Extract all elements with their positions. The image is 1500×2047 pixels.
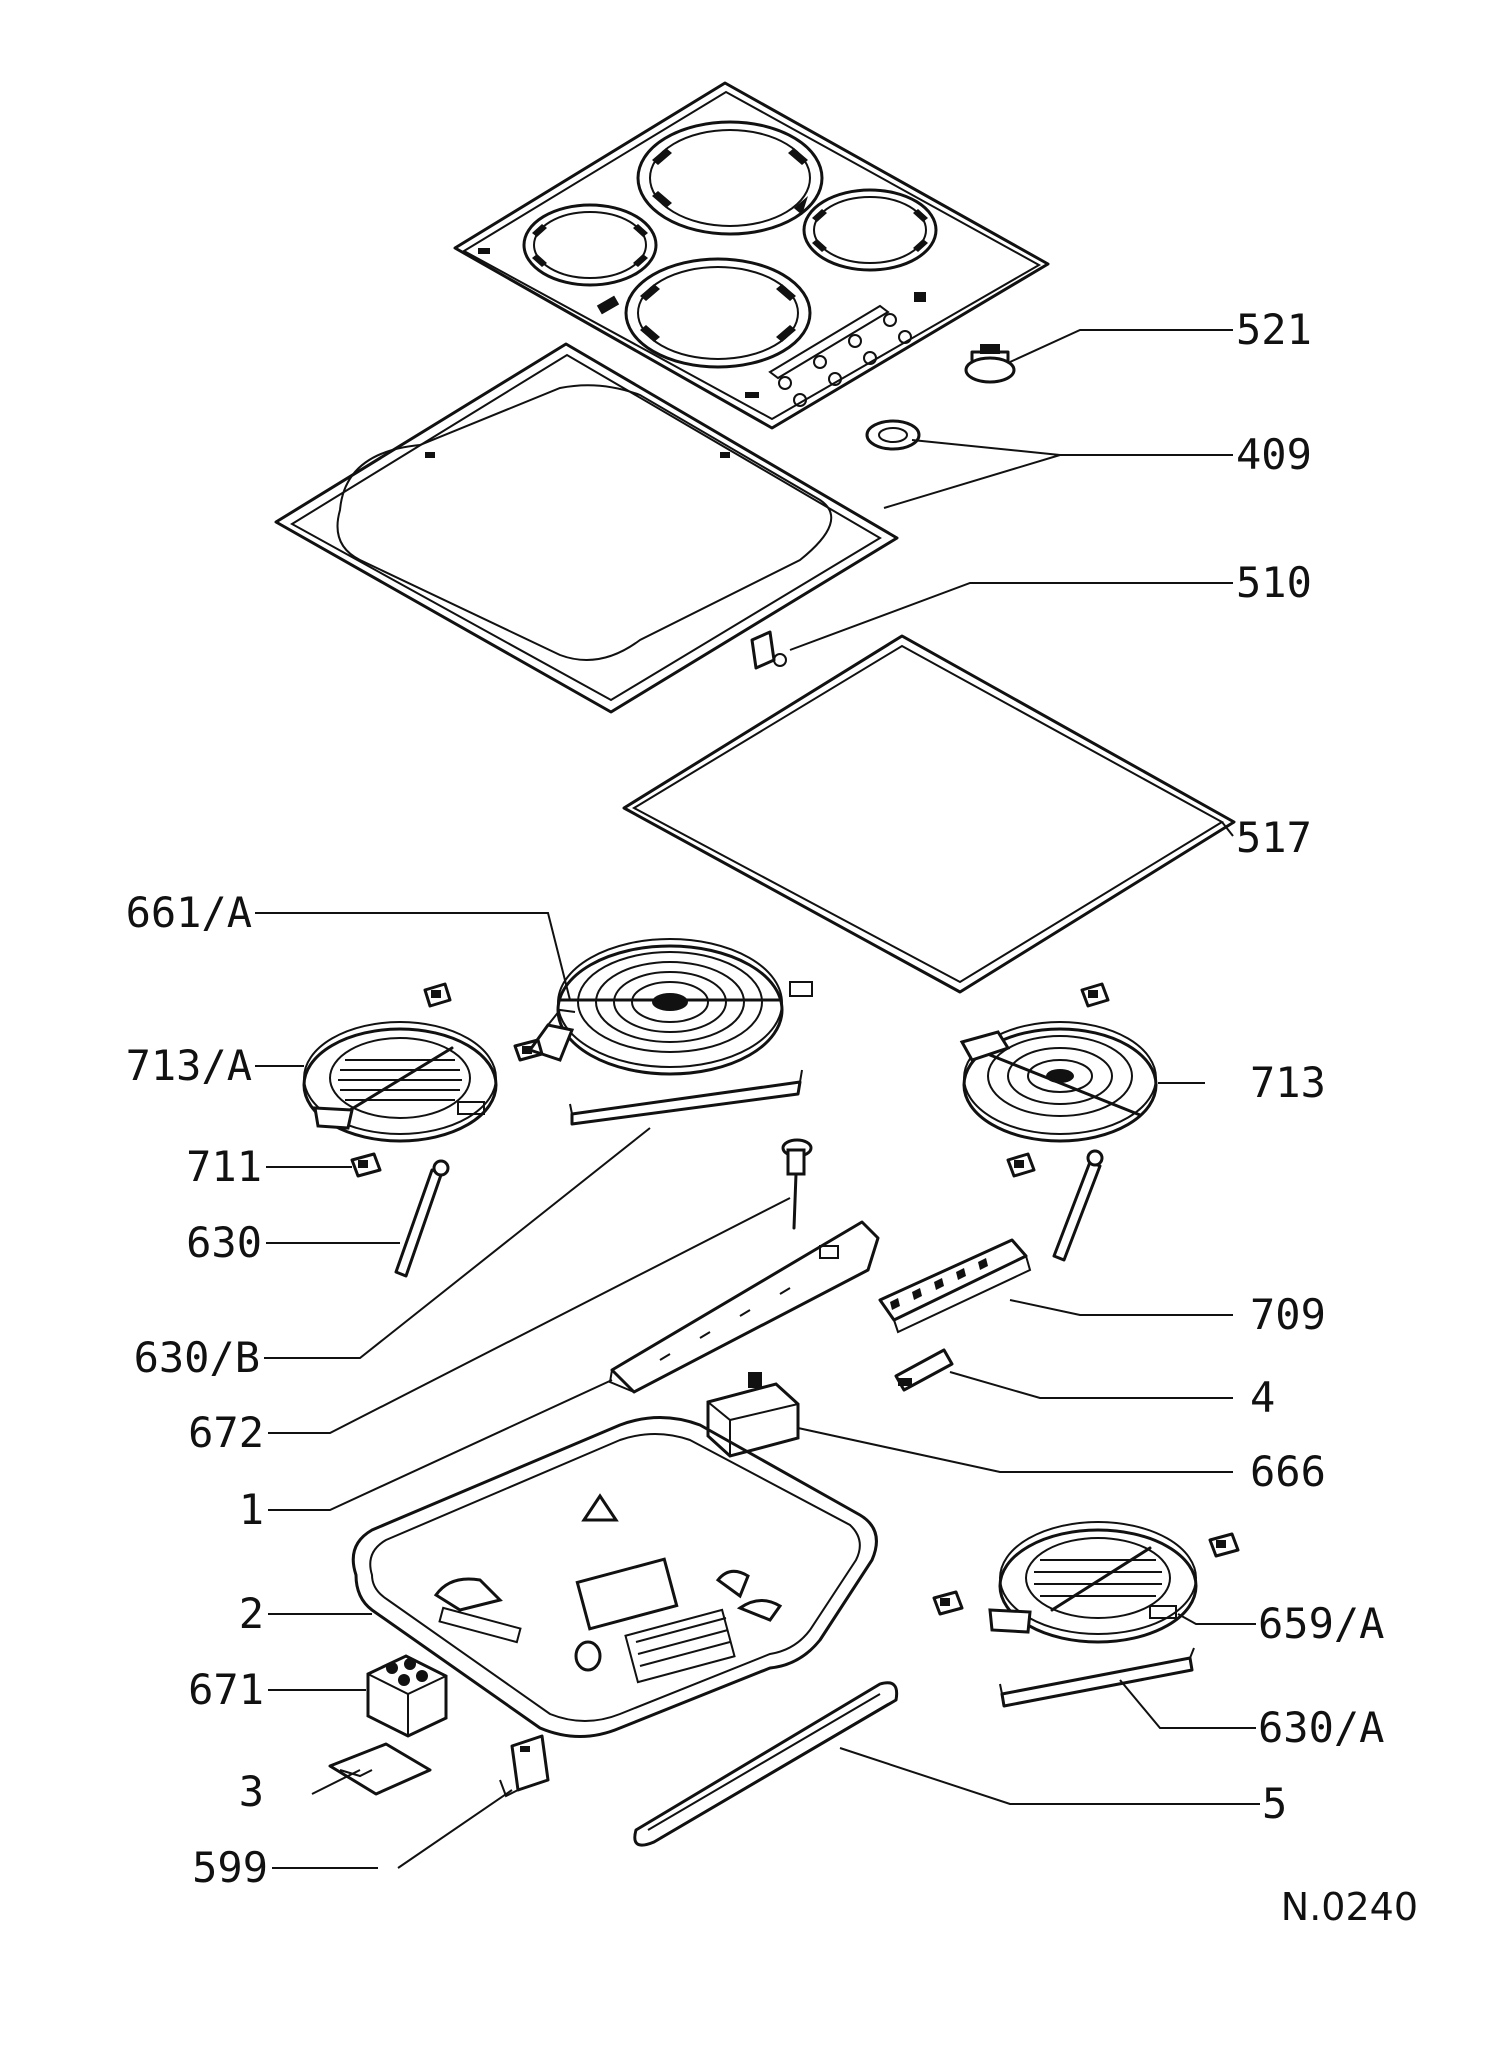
mounting-brackets-lower-right	[932, 1532, 1240, 1616]
label-517: 517	[1236, 813, 1312, 862]
leader-lines	[255, 329, 1260, 1869]
hob-frame	[274, 342, 899, 714]
label-5: 5	[1262, 1779, 1287, 1828]
bottom-tray	[351, 1416, 878, 1738]
label-709: 709	[1250, 1290, 1326, 1339]
label-4: 4	[1250, 1373, 1275, 1422]
rating-plate	[624, 1608, 736, 1684]
label-659A: 659/A	[1258, 1599, 1384, 1648]
fixing-screw	[781, 1138, 813, 1230]
part-labels: 521 409 510 517 661/A 713/A 713 711 630 …	[126, 305, 1385, 1892]
knob-bezel-ring	[865, 419, 921, 451]
support-rod-left	[394, 1159, 450, 1278]
cooking-zone-small-left	[522, 203, 658, 287]
control-indicators	[478, 248, 926, 407]
heating-element-large	[527, 938, 813, 1076]
terminal-block	[878, 1238, 1032, 1334]
frame-seal	[622, 634, 1236, 994]
document-number: N.0240	[1281, 1885, 1418, 1929]
fixing-clip	[750, 630, 787, 670]
label-630A: 630/A	[1258, 1703, 1384, 1752]
label-711: 711	[186, 1142, 262, 1191]
label-599: 599	[192, 1843, 268, 1892]
label-521: 521	[1236, 305, 1312, 354]
indicator-lamp	[894, 1348, 954, 1392]
control-panel-bracket	[608, 1220, 880, 1394]
label-713: 713	[1250, 1058, 1326, 1107]
cooking-zone-large-front	[624, 257, 812, 369]
label-630B: 630/B	[134, 1333, 260, 1382]
label-409: 409	[1236, 430, 1312, 479]
mounting-brackets-upper-right	[1006, 982, 1110, 1178]
cooking-zone-small-right	[802, 188, 938, 272]
heating-element-small-left	[302, 1021, 498, 1143]
label-510: 510	[1236, 558, 1312, 607]
support-bar-630A	[999, 1647, 1195, 1708]
label-713A: 713/A	[126, 1041, 252, 1090]
label-671: 671	[188, 1665, 264, 1714]
support-bar-630B	[569, 1069, 803, 1126]
label-1: 1	[239, 1485, 264, 1534]
heating-element-lower-right	[988, 1521, 1198, 1644]
heating-element-small-right	[959, 1021, 1158, 1143]
label-661A: 661/A	[126, 888, 252, 937]
label-672: 672	[188, 1408, 264, 1457]
mounting-bracket-711	[350, 1152, 382, 1178]
control-knob	[964, 344, 1016, 384]
label-666: 666	[1250, 1447, 1326, 1496]
mounting-brackets-upper-left	[423, 982, 544, 1062]
energy-regulator-switch	[706, 1372, 800, 1458]
glass-top-plate	[453, 81, 1050, 430]
cover-plate	[328, 1742, 432, 1796]
cooking-zone-large-rear	[636, 120, 824, 236]
terminal-connector	[366, 1654, 448, 1738]
rear-seal-strip	[633, 1681, 899, 1847]
label-2: 2	[239, 1589, 264, 1638]
label-3: 3	[239, 1767, 264, 1816]
support-rod-right	[1052, 1149, 1104, 1262]
hinge-bracket	[499, 1734, 550, 1798]
label-630: 630	[186, 1218, 262, 1267]
